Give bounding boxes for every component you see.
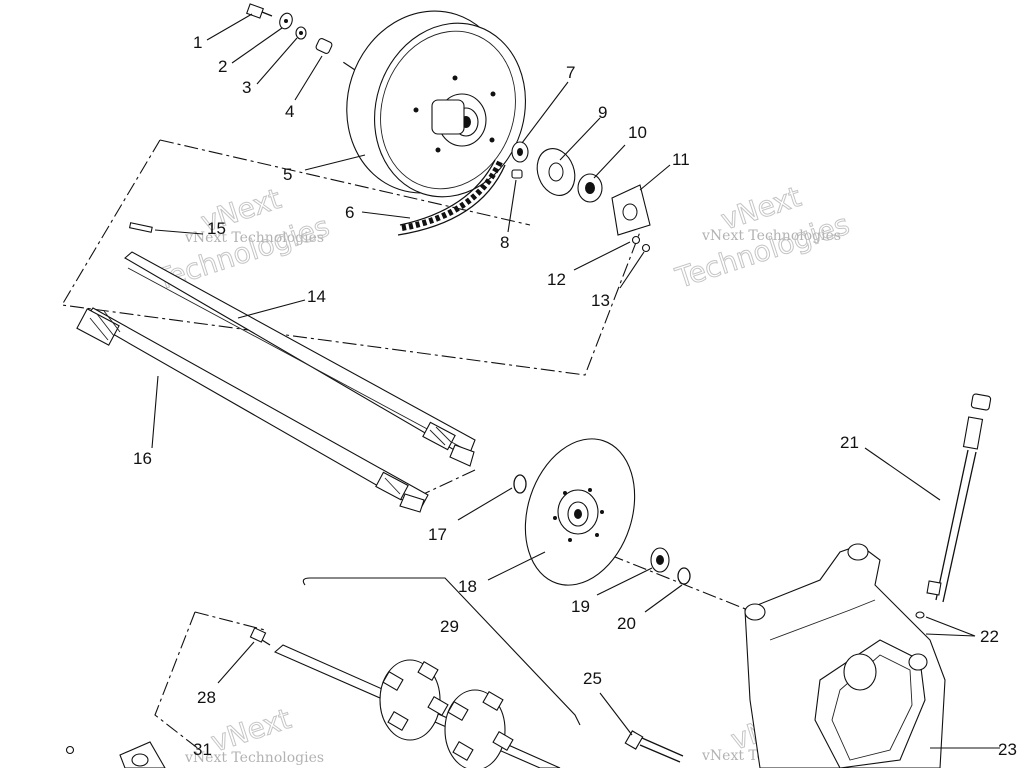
callout-22: 22	[980, 627, 999, 646]
callout-12: 12	[547, 270, 566, 289]
callout-17: 17	[428, 525, 447, 544]
callout-10: 10	[628, 123, 647, 142]
track-drive-shaft	[273, 644, 561, 768]
bearing-plate	[65, 741, 166, 768]
bearing-oring	[650, 547, 691, 585]
upper-drive-shaft	[124, 251, 476, 467]
callout-11: 11	[672, 150, 690, 169]
leader-lines	[151, 13, 1000, 749]
callout-16: 16	[133, 449, 152, 468]
shaft-key	[128, 222, 153, 233]
callout-14: 14	[307, 287, 326, 306]
callout-13: 13	[591, 291, 610, 310]
callout-6: 6	[345, 203, 354, 222]
callout-2: 2	[218, 57, 227, 76]
callout-3: 3	[242, 78, 251, 97]
callout-20: 20	[617, 614, 636, 633]
callout-21: 21	[840, 433, 859, 452]
callout-28: 28	[197, 688, 216, 707]
housing-bolt	[624, 730, 684, 763]
callout-8: 8	[500, 233, 509, 252]
watermark-group: vNext Technologies vNext Technologies vN…	[151, 179, 854, 766]
callout-31: 31	[193, 740, 212, 759]
bearing-flange-assembly	[511, 141, 651, 253]
callout-1: 1	[193, 33, 202, 52]
bolt-washer-stack	[246, 3, 333, 54]
callout-23: 23	[998, 740, 1017, 759]
brake-disc	[524, 438, 636, 586]
dipstick	[926, 393, 992, 603]
watermark-text: vNext Technologies	[701, 228, 841, 244]
snap-ring	[513, 474, 527, 494]
watermark-text: vNext Technologies	[184, 750, 324, 766]
driven-sprocket-wheel	[346, 10, 526, 198]
callout-19: 19	[571, 597, 590, 616]
drive-chain	[397, 159, 506, 236]
callout-labels: 1 2 3 4 5 6 7 8 9 10 11 12 13 14 15 16 1…	[133, 33, 1017, 759]
watermark-text: vNext Technologies	[184, 230, 324, 246]
lower-drive-shaft	[76, 307, 429, 513]
callout-5: 5	[283, 165, 292, 184]
callout-25: 25	[583, 669, 602, 688]
group-bracket	[302, 577, 581, 726]
set-screw	[249, 627, 271, 646]
callout-15: 15	[207, 219, 226, 238]
callout-4: 4	[285, 102, 294, 121]
callout-7: 7	[566, 63, 575, 82]
callout-18: 18	[458, 577, 477, 596]
chaincase-housing	[744, 543, 946, 768]
callout-9: 9	[598, 103, 607, 122]
callout-29: 29	[440, 617, 459, 636]
